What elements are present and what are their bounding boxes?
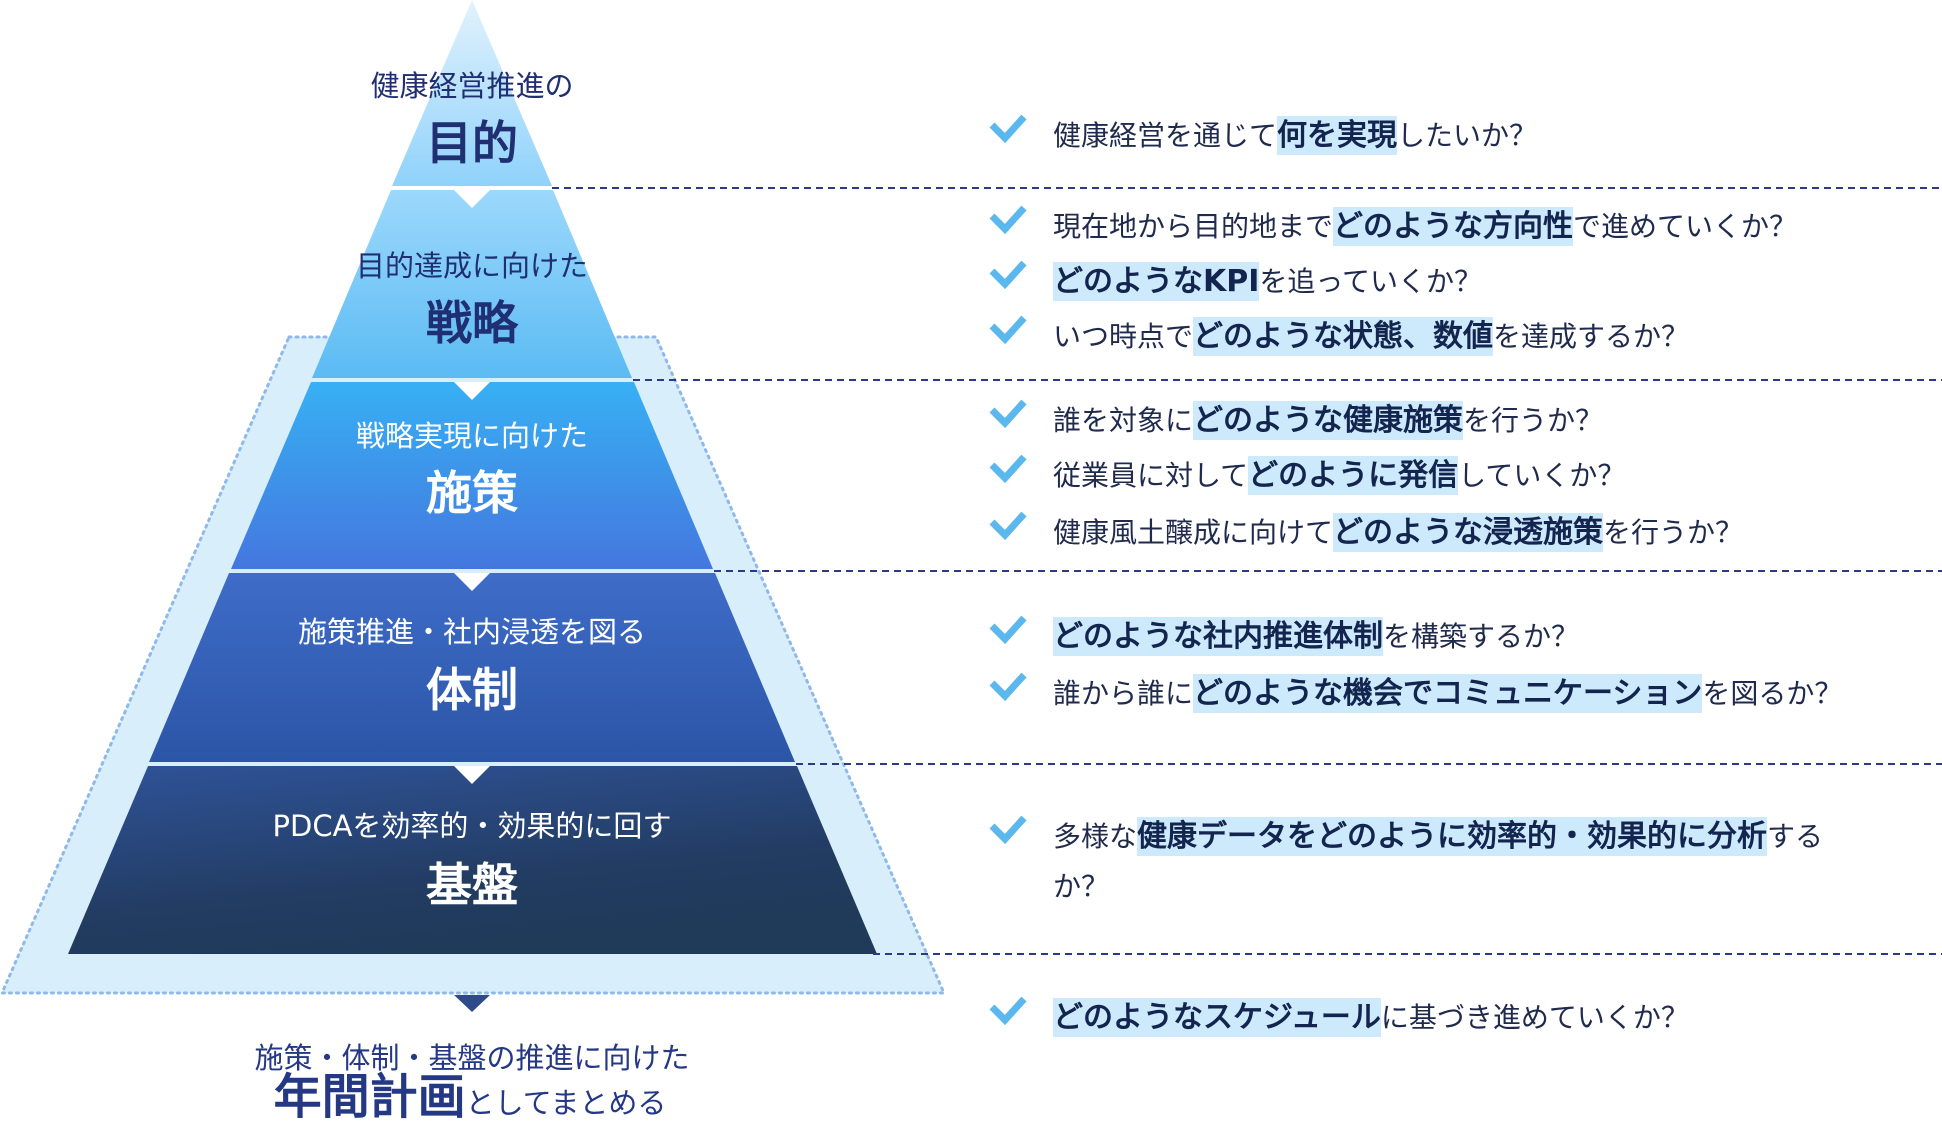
- arrow-down-icon: [454, 766, 490, 784]
- question-item: 誰から誰にどのような機会でコミュニケーションを図るか？: [988, 669, 1842, 719]
- check-icon: [989, 114, 1027, 144]
- question-highlight: 何を実現: [1277, 116, 1398, 155]
- question-segment: いつ時点で: [1053, 320, 1194, 353]
- arrow-down-icon: [454, 573, 490, 591]
- question-segment: で進めていくか？: [1573, 210, 1798, 243]
- question-item: 現在地から目的地までどのような方向性で進めていくか？: [988, 202, 1797, 252]
- layer-subtitle: 健康経営推進の: [370, 69, 574, 103]
- check-icon: [989, 511, 1027, 541]
- check-icon: [989, 615, 1027, 645]
- question-segment: を追っていくか？: [1259, 265, 1483, 298]
- arrow-down-icon: [454, 190, 490, 208]
- question-segment: 従業員に対して: [1053, 459, 1249, 492]
- question-highlight: 健康データをどのように効率的・効果的に分析: [1137, 817, 1768, 856]
- annual-plan-main: 年間計画: [273, 1069, 466, 1125]
- pyramid-layer-foundation: [68, 766, 877, 954]
- question-item: どのようなスケジュールに基づき進めていくか？: [988, 993, 1689, 1043]
- question-segment: 健康風土醸成に向けて: [1053, 516, 1334, 549]
- layer-subtitle: 戦略実現に向けた: [355, 419, 588, 453]
- layer-title: 施策: [426, 466, 518, 520]
- arrow-down-icon: [454, 995, 490, 1012]
- question-segment: に基づき進めていくか？: [1380, 1001, 1689, 1034]
- question-highlight: どのようなKPI: [1053, 262, 1260, 301]
- layer-title: 戦略: [426, 296, 518, 350]
- question-text: 誰を対象にどのような健康施策を行うか？: [1053, 396, 1603, 446]
- check-icon: [989, 815, 1027, 845]
- question-text: どのような社内推進体制を構築するか？: [1053, 612, 1579, 662]
- pyramid-layer-measures: [231, 382, 713, 569]
- pyramid-layer-purpose: [392, 0, 552, 186]
- question-segment: を行うか？: [1603, 516, 1744, 549]
- question-segment: 誰を対象に: [1053, 404, 1194, 437]
- check-icon: [989, 996, 1027, 1026]
- question-highlight: どのようなスケジュール: [1053, 998, 1381, 1037]
- check-icon: [989, 672, 1027, 702]
- check-icon: [989, 399, 1027, 429]
- question-item: 健康経営を通じて何を実現したいか？: [988, 111, 1537, 161]
- question-item: 誰を対象にどのような健康施策を行うか？: [988, 396, 1603, 446]
- layer-subtitle: PDCAを効率的・効果的に回す: [272, 809, 672, 843]
- question-text: 従業員に対してどのように発信していくか？: [1053, 451, 1625, 501]
- question-text: いつ時点でどのような状態、数値を達成するか？: [1053, 312, 1689, 362]
- question-segment: していくか？: [1458, 459, 1626, 492]
- question-text: どのようなKPIを追っていくか？: [1053, 257, 1482, 307]
- annual-plan-tail: としてまとめる: [465, 1086, 667, 1120]
- arrow-down-icon: [454, 382, 490, 400]
- question-text: 多様な健康データをどのように効率的・効果的に分析するか？: [1053, 812, 1833, 912]
- question-item: 多様な健康データをどのように効率的・効果的に分析するか？: [988, 812, 1833, 912]
- question-item: いつ時点でどのような状態、数値を達成するか？: [988, 312, 1689, 362]
- annual-plan-subtitle: 施策・体制・基盤の推進に向けた: [254, 1041, 690, 1075]
- layer-title: 基盤: [426, 858, 518, 912]
- question-item: 健康風土醸成に向けてどのような浸透施策を行うか？: [988, 508, 1743, 558]
- question-segment: を行うか？: [1463, 404, 1604, 437]
- question-segment: を構築するか？: [1383, 620, 1580, 653]
- question-item: 従業員に対してどのように発信していくか？: [988, 451, 1625, 501]
- question-segment: 現在地から目的地まで: [1053, 210, 1334, 243]
- question-highlight: どのような方向性: [1333, 207, 1574, 246]
- question-highlight: どのような健康施策: [1193, 401, 1464, 440]
- question-text: どのようなスケジュールに基づき進めていくか？: [1053, 993, 1689, 1043]
- pyramid-layer-strategy: [312, 190, 632, 378]
- question-highlight: どのような状態、数値: [1193, 317, 1494, 356]
- question-highlight: どのような浸透施策: [1333, 513, 1604, 552]
- check-icon: [989, 205, 1027, 235]
- question-text: 健康経営を通じて何を実現したいか？: [1053, 111, 1537, 161]
- layer-title: 体制: [426, 663, 518, 717]
- question-text: 健康風土醸成に向けてどのような浸透施策を行うか？: [1053, 508, 1743, 558]
- question-segment: を図るか？: [1702, 677, 1843, 710]
- annual-plan-title: 年間計画としてまとめる: [160, 1057, 780, 1127]
- layer-title: 目的: [426, 116, 518, 170]
- question-highlight: どのような社内推進体制: [1053, 617, 1383, 656]
- question-item: どのような社内推進体制を構築するか？: [988, 612, 1579, 662]
- question-segment: 多様な: [1053, 820, 1138, 853]
- check-icon: [989, 260, 1027, 290]
- question-highlight: どのように発信: [1248, 456, 1459, 495]
- layer-subtitle: 目的達成に向けた: [355, 249, 588, 283]
- layer-subtitle: 施策推進・社内浸透を図る: [297, 615, 646, 649]
- pyramid-layer-structure: [149, 573, 795, 762]
- question-segment: したいか？: [1397, 119, 1538, 152]
- question-segment: 誰から誰に: [1053, 677, 1194, 710]
- check-icon: [989, 454, 1027, 484]
- question-highlight: どのような機会でコミュニケーション: [1193, 674, 1703, 713]
- question-segment: 健康経営を通じて: [1053, 119, 1278, 152]
- question-text: 誰から誰にどのような機会でコミュニケーションを図るか？: [1053, 669, 1842, 719]
- question-text: 現在地から目的地までどのような方向性で進めていくか？: [1053, 202, 1797, 252]
- check-icon: [989, 315, 1027, 345]
- question-segment: するか？: [1053, 820, 1824, 903]
- question-item: どのようなKPIを追っていくか？: [988, 257, 1482, 307]
- question-segment: を達成するか？: [1493, 320, 1690, 353]
